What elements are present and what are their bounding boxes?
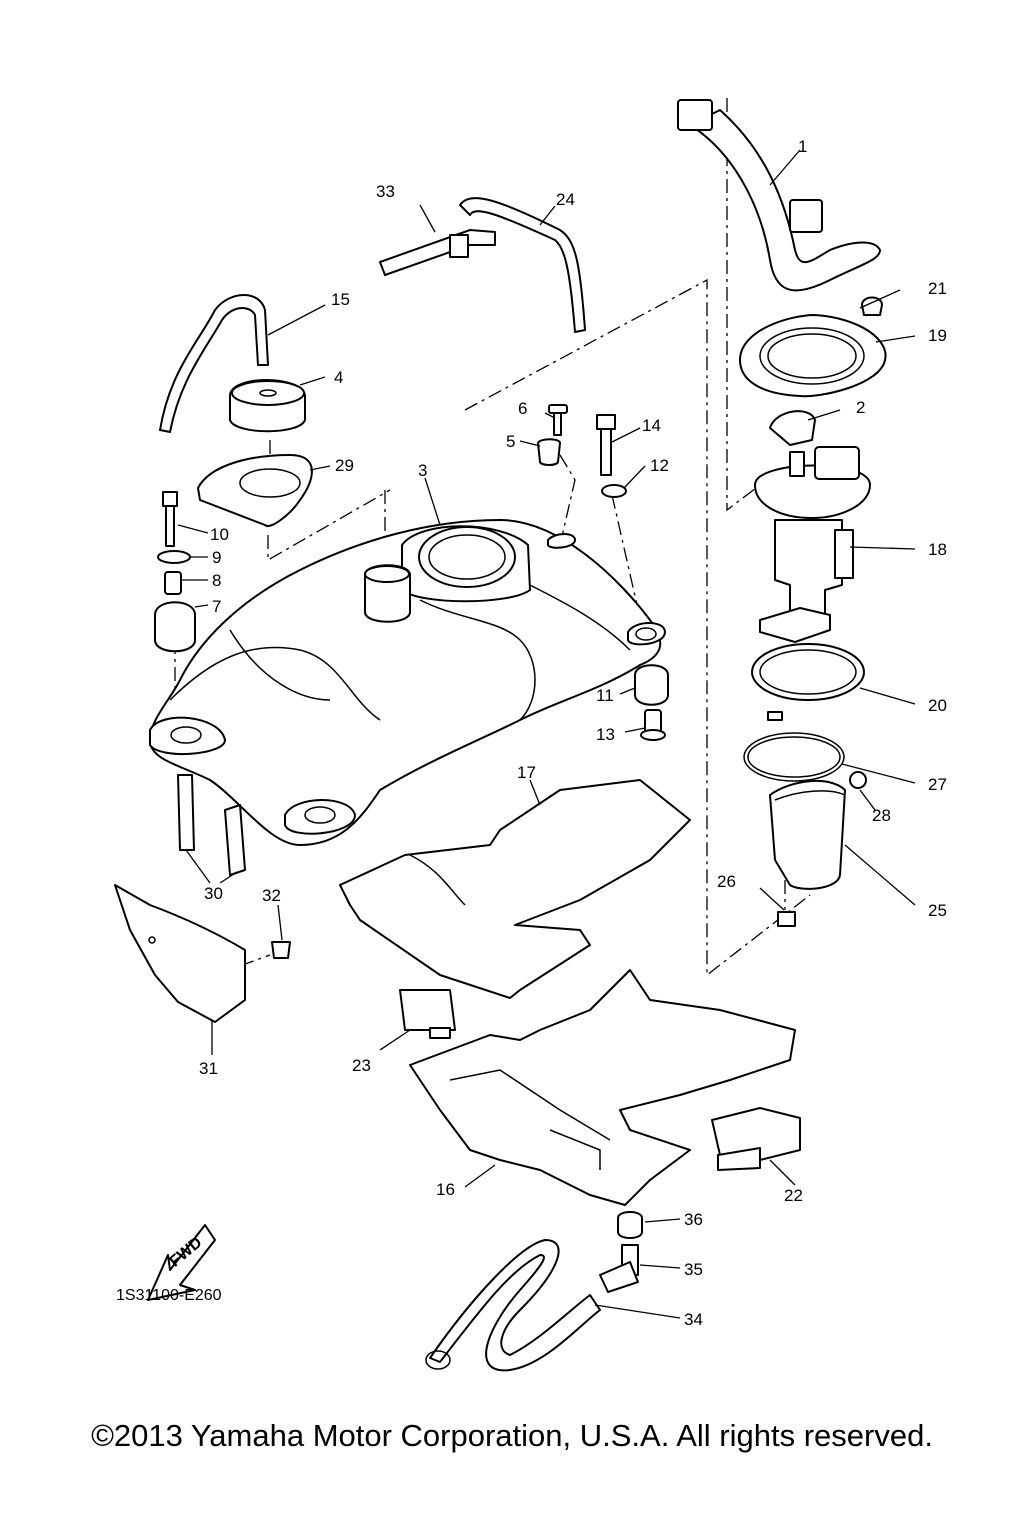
callout-28: 28 (872, 806, 891, 825)
drain-hose-part-34 (425, 1239, 601, 1372)
callout-22: 22 (784, 1186, 803, 1205)
callout-23: 23 (352, 1056, 371, 1075)
copyright-notice: ©2013 Yamaha Motor Corporation, U.S.A. A… (91, 1418, 933, 1453)
callout-24: 24 (556, 190, 575, 209)
clamp-part-27 (743, 711, 845, 782)
callout-33: 33 (376, 182, 395, 201)
seal-plate-part-29 (197, 454, 313, 527)
callout-4: 4 (334, 368, 343, 387)
clip-part-2 (769, 410, 816, 446)
pump-plate-part-19 (739, 314, 887, 398)
callout-6: 6 (518, 399, 527, 418)
washer-part-12 (601, 484, 627, 498)
bracket-part-24 (459, 197, 586, 333)
callout-20: 20 (928, 696, 947, 715)
fitting-part-35 (599, 1244, 639, 1293)
callout-18: 18 (928, 540, 947, 559)
callout-13: 13 (596, 725, 615, 744)
connector-part-22 (711, 1107, 801, 1171)
callout-2: 2 (856, 398, 865, 417)
callout-27: 27 (928, 775, 947, 794)
grommet-part-36 (617, 1211, 643, 1239)
callout-14: 14 (642, 416, 661, 435)
guard-part-25 (769, 779, 846, 890)
callout-26: 26 (717, 872, 736, 891)
callout-15: 15 (331, 290, 350, 309)
leader-lines (177, 149, 916, 1319)
callout-1: 1 (798, 137, 807, 156)
washer-part-9 (157, 550, 191, 564)
tray-part-16 (409, 969, 796, 1206)
damper-part-7 (154, 601, 196, 653)
callout-11: 11 (596, 686, 614, 705)
strap-part-33 (379, 229, 496, 276)
callout-36: 36 (684, 1210, 703, 1229)
grommet-part-5 (537, 438, 561, 466)
fuel-cap-part-4 (229, 379, 306, 433)
assembly-guide-lines (174, 98, 811, 977)
callout-7: 7 (212, 597, 221, 616)
callout-31: 31 (199, 1059, 218, 1078)
fuel-tank-part-3 (149, 519, 666, 846)
callout-10: 10 (210, 525, 229, 544)
collar-part-8 (164, 571, 182, 595)
nut-part-21 (861, 296, 883, 316)
callout-3: 3 (418, 461, 427, 480)
o-ring-part-20 (751, 643, 865, 701)
connector-part-23 (399, 989, 456, 1039)
callout-25: 25 (928, 901, 947, 920)
fuel-pump-part-18 (754, 446, 871, 643)
callout-29: 29 (335, 456, 354, 475)
callout-5: 5 (506, 432, 515, 451)
callout-9: 9 (212, 548, 221, 567)
screw-part-6 (548, 404, 568, 436)
callout-17: 17 (517, 763, 536, 782)
callout-labels: 1 2 3 4 5 6 7 8 9 10 11 12 13 14 15 16 1… (199, 137, 947, 1329)
collar-part-13 (640, 709, 666, 741)
callout-8: 8 (212, 571, 221, 590)
drawing-code: 1S31100-E260 (116, 1287, 222, 1304)
insulator-part-17 (339, 779, 691, 999)
callout-16: 16 (436, 1180, 455, 1199)
callout-30: 30 (204, 884, 223, 903)
damper-part-30 (177, 774, 246, 876)
callout-19: 19 (928, 326, 947, 345)
callout-32: 32 (262, 886, 281, 905)
callout-34: 34 (684, 1310, 703, 1329)
fuel-hose-part-1 (677, 99, 881, 292)
breather-hose-part-15 (159, 294, 269, 433)
bolt-part-14 (596, 414, 616, 476)
cover-part-31 (114, 884, 246, 1023)
damper-part-11 (634, 664, 669, 706)
bolt-part-10 (162, 491, 178, 547)
grommet-part-28 (849, 771, 867, 789)
callout-35: 35 (684, 1260, 703, 1279)
callout-12: 12 (650, 456, 669, 475)
screw-part-26 (777, 911, 796, 927)
clip-part-32 (271, 941, 291, 959)
callout-21: 21 (928, 279, 947, 298)
